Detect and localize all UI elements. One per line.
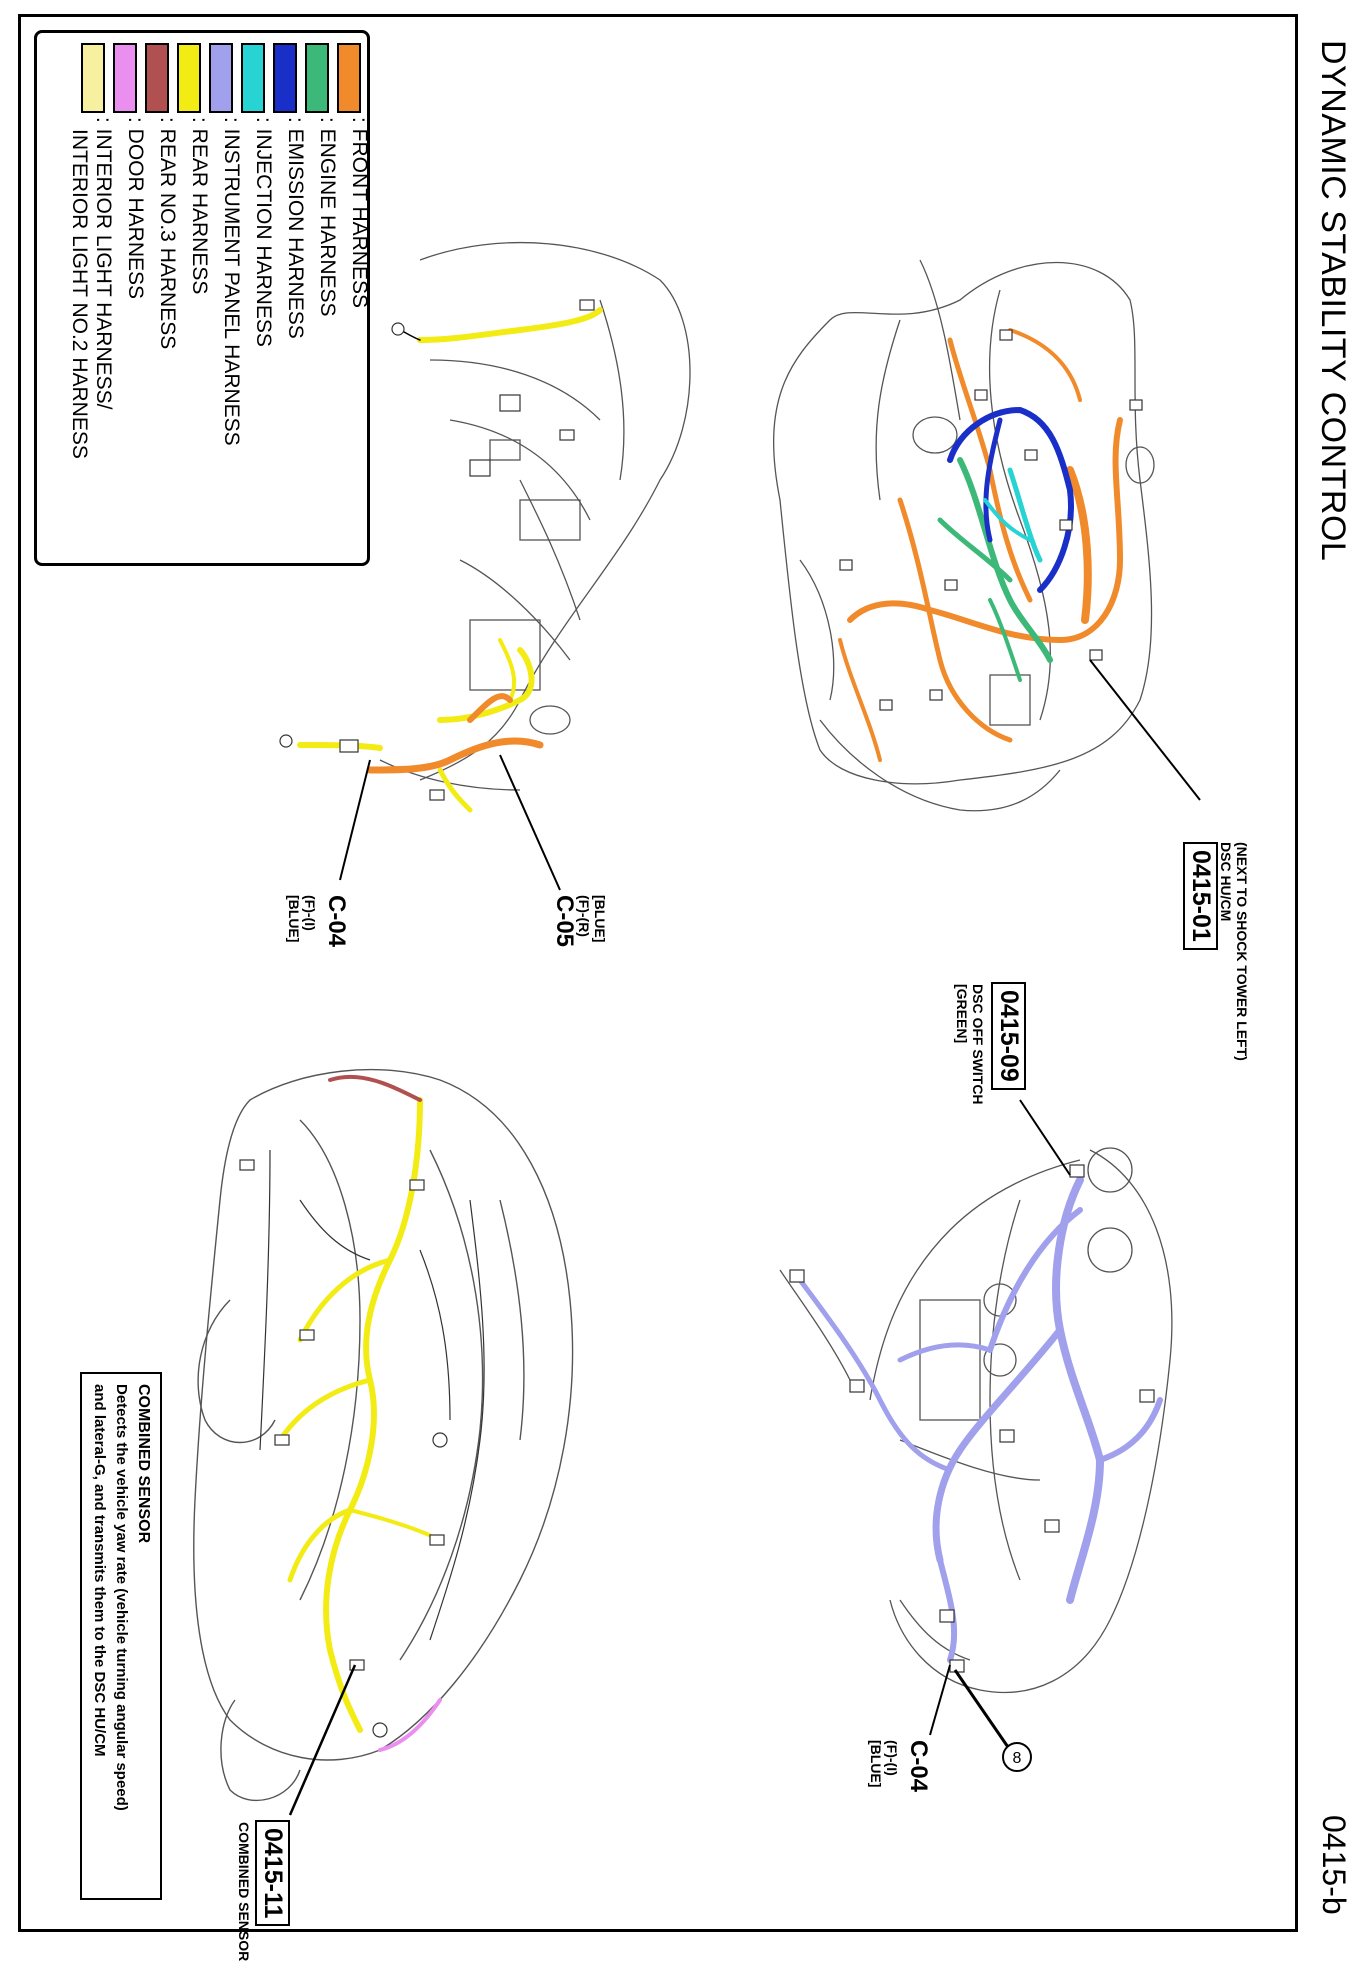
- leader-c05: [499, 754, 561, 891]
- legend-swatch-emission: [273, 43, 297, 113]
- callout-0415-09-desc1: DSC OFF SWITCH: [970, 984, 986, 1105]
- leader-0415-11: [288, 1664, 357, 1816]
- vehicle-door-harness: [378, 1698, 442, 1752]
- page-frame: [18, 14, 1298, 1932]
- legend-swatch-rear: [177, 43, 201, 113]
- engine-bay-emission-harness: [947, 406, 1074, 593]
- leader-0415-01: [1089, 659, 1201, 801]
- instrument-panel-harness: [797, 1176, 1163, 1663]
- legend-swatch-engine: [305, 43, 329, 113]
- engine-bay-engine-harness: [937, 457, 1053, 682]
- connector-c05-line2: [BLUE]: [592, 895, 608, 943]
- dash-area-connectors: [279, 299, 595, 801]
- legend-swatch-instrument: [209, 43, 233, 113]
- leader-marker-8: [953, 1669, 1012, 1751]
- connector-c04-left-code: C-04: [323, 895, 350, 948]
- callout-0415-01-desc1: (NEXT TO SHOCK TOWER LEFT): [1234, 842, 1250, 1061]
- engine-bay-illustration: [773, 259, 1155, 812]
- dash-area-rear-harness: [297, 307, 603, 813]
- legend-swatch-rear3: [145, 43, 169, 113]
- connector-c04-right-code: C-04: [905, 1740, 932, 1793]
- engine-bay-injection-harness: [983, 467, 1043, 563]
- connector-c04-right-line2: [BLUE]: [868, 1740, 884, 1788]
- engine-bay-connectors: [839, 329, 1143, 711]
- vehicle-body-illustration: [193, 1068, 574, 1802]
- note-line-1: Detects the vehicle yaw rate (vehicle tu…: [113, 1384, 130, 1811]
- marker-8-circle: [1002, 1742, 1032, 1772]
- dash-area-illustration: [379, 241, 691, 791]
- callout-0415-01-desc2: DSC HU/CM: [1218, 842, 1234, 922]
- callout-0415-01-code: 0415-01: [1183, 842, 1218, 950]
- note-heading: COMBINED SENSOR: [135, 1384, 152, 1544]
- instrument-panel-connectors: [789, 1164, 1155, 1673]
- vehicle-wires: [259, 1149, 485, 1641]
- leader-0415-09: [1019, 1099, 1071, 1176]
- callout-0415-09-desc2: [GREEN]: [954, 984, 970, 1044]
- leader-c04-left: [339, 759, 371, 881]
- callout-0415-09-code: 0415-09: [991, 982, 1026, 1090]
- note-line-2: and lateral-G, and transmits them to the…: [91, 1384, 108, 1757]
- vehicle-rear3-harness: [328, 1074, 422, 1102]
- vehicle-rear-harness: [277, 1097, 442, 1733]
- legend-swatch-door: [113, 43, 137, 113]
- legend-swatch-interior: [81, 43, 105, 113]
- connector-c04-right-line1: (F)-(I): [884, 1740, 900, 1776]
- connector-c04-left-line1: (F)-(I): [302, 895, 318, 931]
- legend-swatch-injection: [241, 43, 265, 113]
- vehicle-connectors: [239, 1159, 448, 1738]
- connector-c05-code: C-05: [551, 895, 578, 948]
- callout-0415-11-desc: COMBINED SENSOR: [236, 1822, 252, 1961]
- legend-swatch-front: [337, 43, 361, 113]
- connector-c04-left-line2: [BLUE]: [286, 895, 302, 943]
- callout-0415-11-code: 0415-11: [255, 1820, 290, 1927]
- harness-legend: : FRONT HARNESS : ENGINE HARNESS : EMISS…: [34, 30, 371, 566]
- marker-8-label: 8: [1013, 1750, 1022, 1767]
- dash-area-front-harness: [366, 693, 544, 774]
- leader-c04-right: [929, 1664, 951, 1736]
- instrument-panel-illustration: [779, 1147, 1173, 1694]
- combined-sensor-note: COMBINED SENSOR Detects the vehicle yaw …: [80, 1372, 162, 1900]
